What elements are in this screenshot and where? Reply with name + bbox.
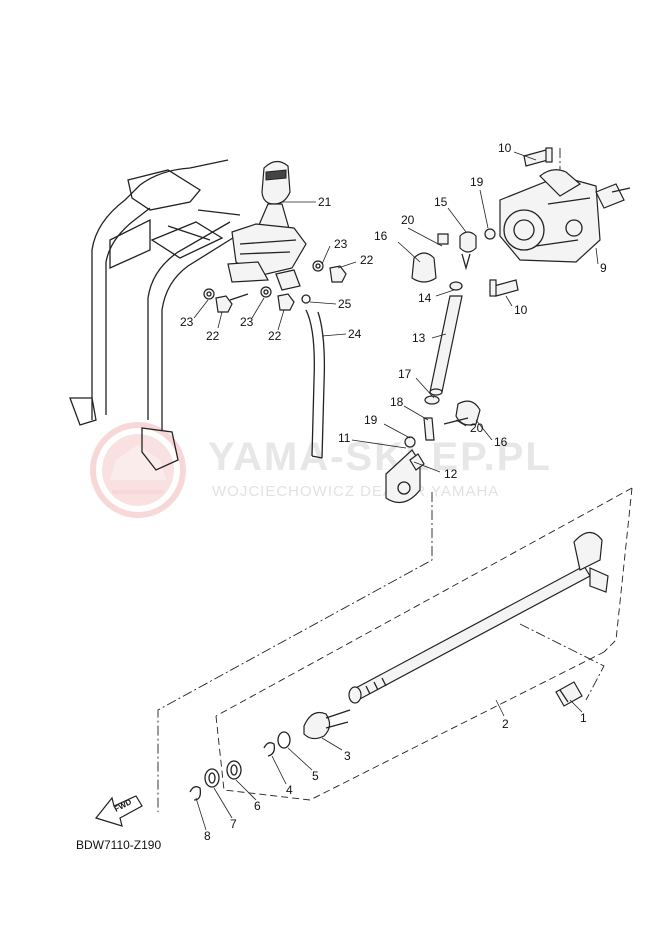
shift-lever-assembly (227, 160, 307, 291)
part-label-20-upper: 20 (401, 213, 415, 227)
part-label-25: 25 (338, 297, 352, 311)
part-label-7: 7 (230, 817, 237, 831)
part-label-22-mid: 22 (268, 329, 282, 343)
part-label-21: 21 (318, 195, 332, 209)
watermark-subtitle: WOJCIECHOWICZ DEALER YAMAHA (212, 483, 499, 500)
watermark-logo (90, 422, 186, 518)
part-label-20-lower: 20 (470, 421, 484, 435)
part-label-23-right: 23 (334, 237, 348, 251)
leader-lines (193, 151, 599, 831)
part-label-4: 4 (286, 783, 293, 797)
part-label-16-upper: 16 (374, 229, 388, 243)
part-label-16-lower: 16 (494, 435, 508, 449)
part-label-10-upper: 10 (498, 141, 512, 155)
actuator-assembly (499, 169, 631, 263)
part-label-13: 13 (412, 331, 426, 345)
upper-link-parts (411, 228, 496, 291)
shaft-small-parts (189, 681, 583, 801)
part-label-3: 3 (344, 749, 351, 763)
part-label-14: 14 (418, 291, 432, 305)
part-label-23-mid: 23 (240, 315, 254, 329)
part-label-2: 2 (502, 717, 509, 731)
part-labels: 21 20 15 16 19 10 9 10 14 13 17 18 19 11… (180, 141, 607, 843)
middle-link-parts (385, 395, 481, 504)
part-label-1: 1 (580, 711, 587, 725)
part-label-22-right: 22 (360, 253, 374, 267)
shift-shaft (348, 531, 609, 704)
part-label-10-lower: 10 (514, 303, 528, 317)
part-label-18: 18 (390, 395, 404, 409)
part-label-19-lower: 19 (364, 413, 378, 427)
part-label-6: 6 (254, 799, 261, 813)
frame-bracket (69, 159, 241, 471)
part-label-15: 15 (434, 195, 448, 209)
assembly-outlines (157, 148, 633, 812)
part-label-22-left: 22 (206, 329, 220, 343)
part-label-17: 17 (398, 367, 412, 381)
hose (305, 309, 326, 459)
part-label-12: 12 (444, 467, 458, 481)
part-label-5: 5 (312, 769, 319, 783)
lever-fasteners (203, 260, 347, 313)
part-label-24: 24 (348, 327, 362, 341)
fwd-arrow-icon: FWD (94, 795, 143, 827)
part-label-19-upper: 19 (470, 175, 484, 189)
part-label-11: 11 (338, 431, 351, 445)
part-label-23-left: 23 (180, 315, 194, 329)
watermark-title: YAMA-SKLEP.PL (208, 435, 552, 479)
part-label-9: 9 (600, 261, 607, 275)
watermark: YAMA-SKLEP.PL WOJCIECHOWICZ DEALER YAMAH… (90, 422, 552, 518)
part-label-8: 8 (204, 829, 211, 843)
link-rod (429, 295, 463, 396)
diagram-code: BDW7110-Z190 (76, 838, 162, 852)
actuator-bolts (489, 147, 553, 297)
